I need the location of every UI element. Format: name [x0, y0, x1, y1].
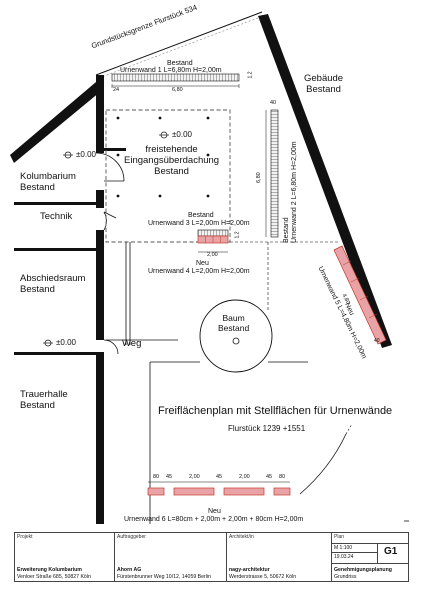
urnenwand-5	[333, 245, 387, 345]
existing-building-walls	[10, 75, 126, 524]
urnenwand-4-status: Neu	[196, 260, 209, 267]
tb-plan: Plan M 1:100 19.03.24 G1 Genehmigungspla…	[332, 533, 408, 581]
level-left: ±0.00	[76, 150, 96, 159]
lower-boundary	[299, 423, 353, 495]
urnenwand-2-dim-v: 6,80	[256, 172, 262, 183]
urnenwand-6-dim-6: 45	[266, 474, 273, 480]
urnenwand-4-label: Urnenwand 4 L=2,00m H=2,00m	[148, 268, 250, 275]
urnenwand-3-dim-h: 1,2	[234, 231, 241, 239]
level-marker-icons	[43, 131, 169, 347]
tree-circle	[199, 299, 273, 373]
tb-projekt-header: Projekt	[17, 534, 33, 540]
path-lines	[106, 241, 340, 524]
urnenwand-6-label: Urnenwand 6 L=80cm + 2,00m + 2,00m + 80c…	[124, 516, 304, 523]
urnenwand-1-dim-a: 24	[113, 87, 120, 93]
urnenwand-6-status: Neu	[208, 508, 221, 515]
tb-auftraggeber-address: Fürstenbrunner Weg 10/12, 14059 Berlin	[117, 574, 211, 580]
urnenwand-4	[197, 235, 229, 253]
weg-label: Weg	[122, 338, 142, 349]
tb-architekt-name: nagy-architektur	[229, 567, 270, 573]
tb-plan-header: Plan	[334, 534, 345, 540]
building-label: Gebäude Bestand	[304, 73, 344, 95]
title-block: Projekt Erweiterung Kolumbarium Venloer …	[14, 532, 409, 582]
urnenwand-1-status: Bestand	[167, 60, 193, 67]
building-wall	[258, 14, 392, 348]
tb-auftraggeber-header: Auftraggeber	[117, 534, 146, 540]
tb-phase: Genehmigungsplanung	[334, 567, 392, 573]
urnenwand-2-dim-top: 40	[270, 100, 277, 106]
trauerhalle-label: Trauerhalle Bestand	[20, 389, 68, 411]
property-boundary	[95, 11, 264, 79]
tb-projekt-name: Erweiterung Kolumbarium	[17, 567, 82, 573]
tb-auftraggeber: Auftraggeber Ahorn AG Fürstenbrunner Weg…	[115, 533, 227, 581]
urnenwand-3	[197, 229, 229, 237]
urnenwand-3-status: Bestand	[188, 212, 214, 219]
tb-kind: Grundriss	[334, 574, 357, 580]
tb-plan-number: G1	[384, 546, 398, 557]
canopy-level: ±0.00	[172, 130, 192, 139]
urnenwand-1-dim-h: 1,2	[247, 71, 254, 79]
kolumbarium-label: Kolumbarium Bestand	[20, 171, 76, 193]
technik-label: Technik	[40, 211, 73, 222]
urnenwand-6-dim-7: 80	[279, 474, 286, 480]
urnenwand-6-dim-1: 80	[153, 474, 160, 480]
urnenwand-6-dim-3: 2,00	[189, 474, 200, 480]
site-plan-drawing	[10, 11, 409, 524]
tb-architekt-address: Werderstrasse 5, 50672 Köln	[229, 574, 297, 580]
urnenwand-6-dim-4: 45	[216, 474, 223, 480]
urnenwand-5-dim-h: 40	[374, 338, 380, 344]
tb-architekt-header: Architekt/in	[229, 534, 254, 540]
urnenwand-1-dim-b: 6,80	[172, 87, 183, 93]
urnenwand-6	[147, 481, 291, 496]
urnenwand-6-dim-5: 2,00	[239, 474, 250, 480]
canopy-label: freistehende Eingangsüberdachung Bestand	[124, 144, 220, 177]
urnenwand-2	[265, 109, 279, 238]
baum-label: Baum Bestand	[218, 313, 250, 333]
tb-projekt-address: Venloer Straße 685, 50827 Köln	[17, 574, 91, 580]
level-lower: ±0.00	[56, 338, 76, 347]
canopy-outline	[105, 109, 231, 243]
urnenwand-1	[111, 73, 240, 88]
urnenwand-4-dim: 2,00	[207, 252, 218, 258]
plan-title: Freiflächenplan mit Stellflächen für Urn…	[158, 405, 393, 417]
tb-projekt: Projekt Erweiterung Kolumbarium Venloer …	[15, 533, 115, 581]
urnenwand-1-label: Urnenwand 1 L=6,80m H=2,00m	[120, 67, 222, 74]
tb-scale: M 1:100	[334, 545, 353, 551]
tb-date: 19.03.24	[334, 554, 354, 560]
plan-parcel: Flurstück 1239 +1551	[228, 424, 306, 433]
tb-auftraggeber-name: Ahorn AG	[117, 567, 142, 573]
abschied-label: Abschiedsraum Bestand	[20, 273, 86, 295]
urnenwand-6-dim-2: 45	[166, 474, 173, 480]
urnenwand-3-label: Urnenwand 3 L=2,00m H=2,00m	[148, 220, 250, 227]
tb-architekt: Architekt/in nagy-architektur Werderstra…	[227, 533, 332, 581]
urnenwand-2-label: Bestand Urnenwand 2 L=6,80m H=2,00m	[283, 141, 299, 243]
